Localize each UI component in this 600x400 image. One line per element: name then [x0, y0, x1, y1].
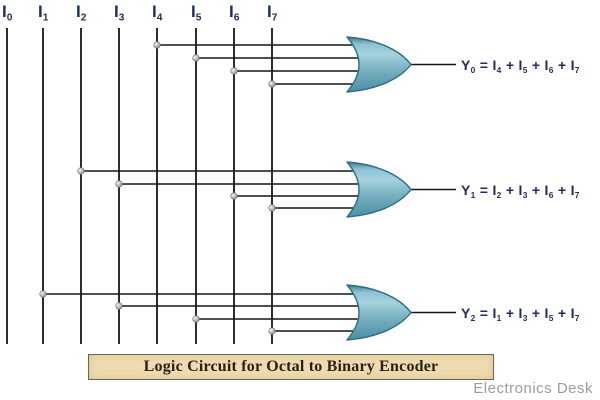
junction-dot-I4	[153, 41, 161, 49]
input-label-I5: I5	[191, 2, 202, 24]
input-label-I6: I6	[229, 2, 240, 24]
input-label-I1: I1	[38, 2, 49, 24]
junction-dot-I5	[192, 54, 200, 62]
watermark-text: Electronics Desk	[473, 380, 593, 397]
junction-dot-I7	[268, 327, 276, 335]
input-label-I4: I4	[152, 2, 163, 24]
wires-layer	[6, 28, 456, 344]
junction-dot-I5	[192, 315, 200, 323]
equation-Y1: Y1 = I2 + I3 + I6 + I7	[461, 181, 580, 200]
or-gate-Y2	[346, 284, 412, 341]
junction-dot-I3	[115, 302, 123, 310]
junction-dot-I3	[115, 180, 123, 188]
junction-dot-I2	[77, 167, 85, 175]
junction-dot-I7	[268, 204, 276, 212]
equation-Y0: Y0 = I4 + I5 + I6 + I7	[461, 56, 580, 75]
or-gate-Y0	[346, 36, 412, 93]
input-label-I2: I2	[76, 2, 87, 24]
junction-dot-I6	[230, 192, 238, 200]
gates-layer	[346, 36, 412, 341]
input-label-I0: I0	[2, 2, 13, 24]
or-gate-Y1	[346, 161, 412, 218]
junction-dot-I7	[268, 80, 276, 88]
diagram-caption: Logic Circuit for Octal to Binary Encode…	[88, 354, 494, 380]
junction-dots-layer	[39, 41, 276, 335]
equation-Y2: Y2 = I1 + I3 + I5 + I7	[461, 304, 580, 323]
junction-dot-I1	[39, 290, 47, 298]
input-label-I7: I7	[267, 2, 278, 24]
junction-dot-I6	[230, 67, 238, 75]
input-label-I3: I3	[114, 2, 125, 24]
